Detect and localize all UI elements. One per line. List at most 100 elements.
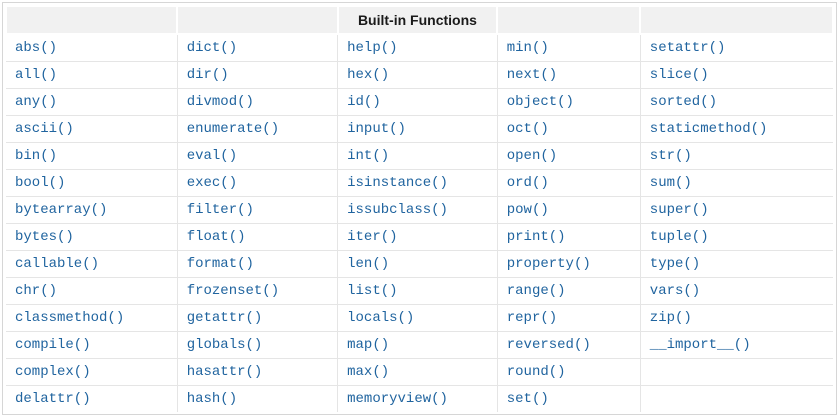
function-cell: len() [337,250,498,278]
function-cell: vars() [639,277,833,305]
function-link[interactable]: bin() [15,148,58,164]
function-link[interactable]: property() [506,256,591,272]
function-link[interactable]: filter() [186,202,254,218]
function-link[interactable]: ord() [506,175,549,191]
function-link[interactable]: dir() [186,67,229,83]
function-cell: set() [496,385,641,412]
empty-cell [639,385,833,412]
function-link[interactable]: max() [347,364,390,380]
function-link[interactable]: round() [506,364,566,380]
function-cell: sum() [639,169,833,197]
function-link[interactable]: enumerate() [186,121,280,137]
function-cell: all() [6,61,178,89]
function-link[interactable]: classmethod() [15,310,125,326]
function-link[interactable]: help() [347,40,398,56]
function-link[interactable]: delattr() [15,391,91,407]
function-link[interactable]: map() [347,337,390,353]
function-link[interactable]: ascii() [15,121,74,137]
function-link[interactable]: bytes() [15,229,74,245]
function-link[interactable]: next() [506,67,558,83]
function-link[interactable]: divmod() [186,94,254,110]
function-link[interactable]: print() [506,229,566,245]
function-cell: exec() [176,169,339,197]
function-link[interactable]: hex() [347,67,390,83]
function-cell: complex() [6,358,178,386]
function-cell: locals() [337,304,498,332]
function-link[interactable]: int() [347,148,390,164]
function-link[interactable]: memoryview() [347,391,448,407]
function-link[interactable]: repr() [506,310,558,326]
function-link[interactable]: super() [649,202,709,218]
function-cell: max() [337,358,498,386]
function-link[interactable]: all() [15,67,58,83]
function-link[interactable]: set() [506,391,549,407]
function-link[interactable]: chr() [15,283,58,299]
function-link[interactable]: exec() [186,175,238,191]
function-link[interactable]: abs() [15,40,58,56]
function-link[interactable]: reversed() [506,337,591,353]
function-link[interactable]: id() [347,94,381,110]
function-cell: sorted() [639,88,833,116]
function-cell: callable() [6,250,178,278]
function-link[interactable]: any() [15,94,58,110]
function-link[interactable]: complex() [15,364,91,380]
function-link[interactable]: callable() [15,256,100,272]
function-link[interactable]: sorted() [649,94,718,110]
table-row: chr() frozenset() list() range() vars() [6,277,833,305]
function-cell: memoryview() [337,385,498,412]
function-link[interactable]: range() [506,283,566,299]
function-cell: getattr() [176,304,339,332]
function-link[interactable]: type() [649,256,701,272]
function-cell: format() [176,250,339,278]
function-link[interactable]: getattr() [186,310,263,326]
function-link[interactable]: format() [186,256,254,272]
function-cell: list() [337,277,498,305]
function-link[interactable]: min() [506,40,549,56]
function-link[interactable]: frozenset() [186,283,280,299]
function-link[interactable]: bool() [15,175,66,191]
table-row: bytes() float() iter() print() tuple() [6,223,833,251]
function-cell: help() [337,33,498,62]
function-link[interactable]: oct() [506,121,549,137]
function-link[interactable]: __import__() [649,337,751,353]
function-link[interactable]: tuple() [649,229,709,245]
function-link[interactable]: float() [186,229,246,245]
function-link[interactable]: str() [649,148,692,164]
function-link[interactable]: staticmethod() [649,121,768,137]
function-link[interactable]: sum() [649,175,692,191]
function-link[interactable]: input() [347,121,406,137]
function-link[interactable]: eval() [186,148,238,164]
function-link[interactable]: zip() [649,310,692,326]
table-row: all() dir() hex() next() slice() [6,61,833,89]
function-cell: dir() [176,61,339,89]
function-link[interactable]: iter() [347,229,398,245]
function-link[interactable]: object() [506,94,574,110]
function-cell: super() [639,196,833,224]
function-link[interactable]: slice() [649,67,709,83]
function-cell: hex() [337,61,498,89]
function-link[interactable]: globals() [186,337,263,353]
table-row: any() divmod() id() object() sorted() [6,88,833,116]
function-link[interactable]: len() [347,256,390,272]
function-cell: delattr() [6,385,178,412]
function-link[interactable]: hasattr() [186,364,263,380]
function-link[interactable]: dict() [186,40,238,56]
function-link[interactable]: hash() [186,391,238,407]
function-link[interactable]: pow() [506,202,549,218]
table-row: classmethod() getattr() locals() repr() zip(… [6,304,833,332]
function-link[interactable]: setattr() [649,40,726,56]
function-cell: min() [496,33,641,62]
function-link[interactable]: locals() [347,310,415,326]
function-link[interactable]: compile() [15,337,91,353]
function-cell: input() [337,115,498,143]
table-row: ascii() enumerate() input() oct() staticmeth… [6,115,833,143]
function-link[interactable]: open() [506,148,558,164]
table-header-row: Built-in Functions [4,5,834,35]
function-link[interactable]: vars() [649,283,701,299]
function-link[interactable]: issubclass() [347,202,448,218]
function-link[interactable]: bytearray() [15,202,108,218]
function-link[interactable]: list() [347,283,398,299]
function-link[interactable]: isinstance() [347,175,448,191]
function-cell: tuple() [639,223,833,251]
